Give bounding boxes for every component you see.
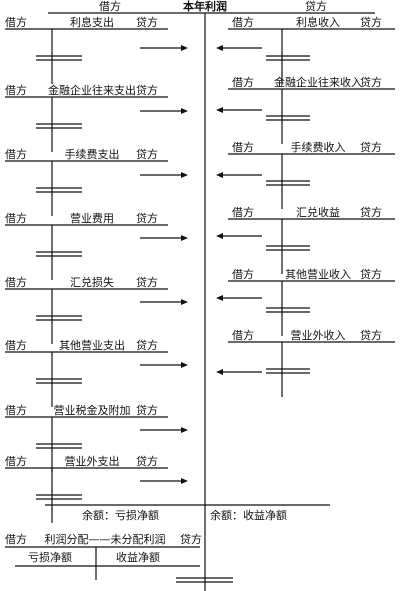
left-account-8-transfer-arrow-head	[181, 478, 188, 484]
center-debit-label: 借方	[99, 0, 121, 13]
right-account-1-transfer-arrow-head	[216, 45, 223, 51]
left-account-8-title: 营业外支出	[65, 454, 120, 468]
right-account-4-transfer-arrow-head	[216, 233, 223, 239]
right-account-6-credit-label: 贷方	[360, 328, 382, 342]
left-account-1-transfer-arrow-head	[181, 45, 188, 51]
right-account-3-transfer-arrow-head	[216, 172, 223, 178]
left-account-2-debit-label: 借方	[5, 83, 27, 97]
right-account-2-transfer-arrow-head	[216, 107, 223, 113]
right-account-6-title: 营业外收入	[291, 328, 346, 342]
right-account-5-credit-label: 贷方	[360, 267, 382, 281]
left-account-6-transfer-arrow-head	[181, 362, 188, 368]
right-account-2-debit-label: 借方	[232, 75, 254, 89]
center-balance-profit-label: 余额：收益净额	[210, 508, 287, 522]
left-account-5-title: 汇兑损失	[70, 275, 114, 289]
left-account-7-transfer-arrow-head	[181, 427, 188, 433]
left-account-4-transfer-arrow-head	[181, 235, 188, 241]
left-account-4-title: 营业费用	[70, 211, 114, 225]
profit-distribution-title: 利润分配——未分配利润	[45, 532, 166, 546]
left-account-1-debit-label: 借方	[5, 15, 27, 29]
right-account-6-transfer-arrow-head	[216, 369, 223, 375]
left-account-5-transfer-arrow-head	[181, 299, 188, 305]
right-account-4-title: 汇兑收益	[296, 205, 340, 219]
right-account-2-credit-label: 贷方	[360, 75, 382, 89]
right-account-1-debit-label: 借方	[232, 15, 254, 29]
left-account-1-title: 利息支出	[70, 15, 114, 29]
left-account-2-title: 金融企业往来支出	[48, 83, 136, 97]
left-account-6-debit-label: 借方	[5, 338, 27, 352]
left-account-7-credit-label: 贷方	[136, 403, 158, 417]
left-account-3-credit-label: 贷方	[136, 147, 158, 161]
left-account-6-title: 其他营业支出	[59, 338, 125, 352]
left-account-3-debit-label: 借方	[5, 147, 27, 161]
left-account-4-debit-label: 借方	[5, 211, 27, 225]
left-account-3-transfer-arrow-head	[181, 172, 188, 178]
right-account-5-debit-label: 借方	[232, 267, 254, 281]
left-account-7-debit-label: 借方	[5, 403, 27, 417]
center-credit-label: 贷方	[305, 0, 327, 13]
left-account-6-credit-label: 贷方	[136, 338, 158, 352]
left-account-5-credit-label: 贷方	[136, 275, 158, 289]
center-balance-loss-label: 余额：亏损净额	[82, 508, 159, 522]
left-account-8-debit-label: 借方	[5, 454, 27, 468]
center-account-title: 本年利润	[183, 0, 227, 13]
right-account-1-credit-label: 贷方	[360, 15, 382, 29]
right-account-3-title: 手续费收入	[291, 140, 346, 154]
profit-distribution-loss-column: 亏损净额	[28, 550, 72, 564]
left-account-8-credit-label: 贷方	[136, 454, 158, 468]
right-account-5-title: 其他营业收入	[285, 267, 351, 281]
profit-distribution-credit-label: 贷方	[180, 532, 202, 546]
right-account-5-transfer-arrow-head	[216, 295, 223, 301]
left-account-2-credit-label: 贷方	[136, 83, 158, 97]
profit-distribution-profit-column: 收益净额	[116, 550, 160, 564]
left-account-3-title: 手续费支出	[65, 147, 120, 161]
left-account-2-transfer-arrow-head	[181, 108, 188, 114]
right-account-6-debit-label: 借方	[232, 328, 254, 342]
right-account-1-title: 利息收入	[296, 15, 340, 29]
right-account-4-credit-label: 贷方	[360, 205, 382, 219]
right-account-2-title: 金融企业往来收入	[274, 75, 362, 89]
left-account-7-title: 营业税金及附加	[54, 403, 131, 417]
left-account-4-credit-label: 贷方	[136, 211, 158, 225]
right-account-4-debit-label: 借方	[232, 205, 254, 219]
right-account-3-debit-label: 借方	[232, 140, 254, 154]
right-account-3-credit-label: 贷方	[360, 140, 382, 154]
left-account-1-credit-label: 贷方	[136, 15, 158, 29]
profit-distribution-debit-label: 借方	[5, 532, 27, 546]
left-account-5-debit-label: 借方	[5, 275, 27, 289]
